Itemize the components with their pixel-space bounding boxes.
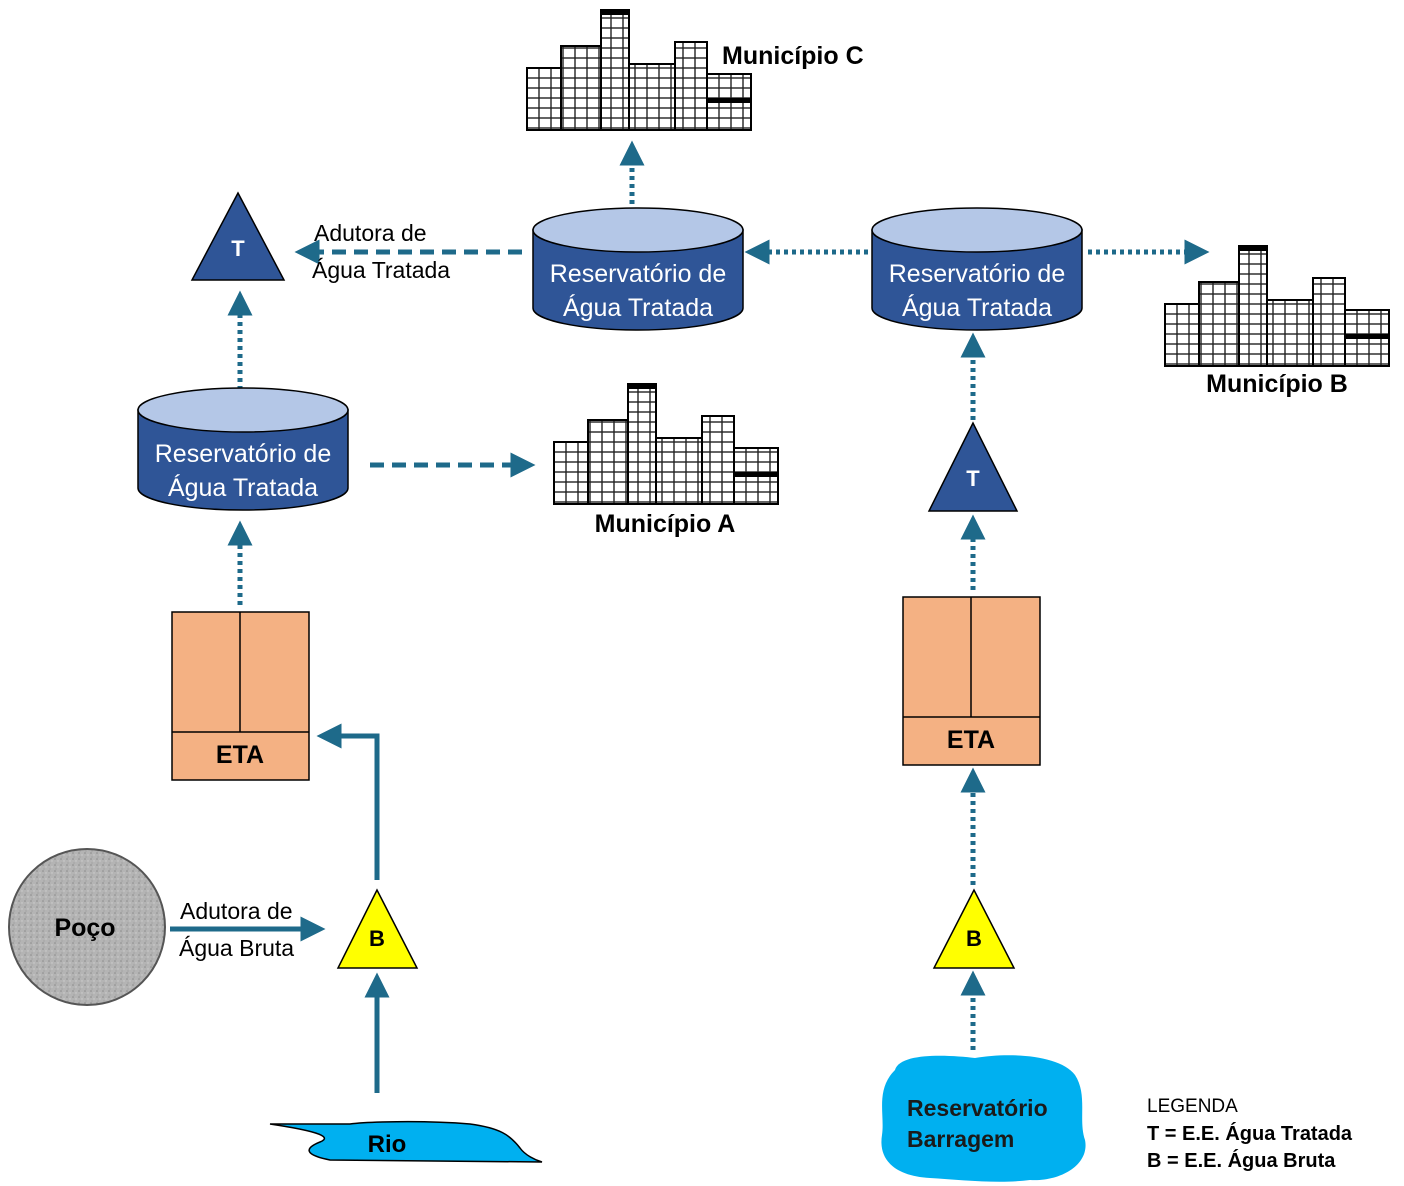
municipio-a-icon: [553, 383, 779, 505]
adutora-tratada-label-1: Adutora de: [314, 220, 427, 246]
pump-t-right: T: [927, 421, 1019, 512]
municipio-a-label: Município A: [595, 510, 736, 538]
poco-label: Poço: [54, 914, 115, 942]
eta-right-label: ETA: [947, 726, 995, 754]
adutora-bruta-label-2: Água Bruta: [179, 935, 294, 961]
reservatorio-barragem: Reservatório Barragem: [881, 1055, 1086, 1182]
pump-t-right-label: T: [966, 466, 980, 491]
rio: Rio: [269, 1120, 543, 1163]
eta-left: ETA: [171, 611, 310, 781]
reservoir-left: Reservatório de Água Tratada: [137, 387, 349, 511]
pump-b-left-label: B: [369, 926, 385, 951]
legend-t: T = E.E. Água Tratada: [1147, 1122, 1353, 1145]
municipio-c-icon: [526, 9, 752, 131]
reservoir-center-label-2: Água Tratada: [563, 293, 713, 322]
reservoir-left-label-1: Reservatório de: [155, 440, 331, 468]
pipes: [170, 140, 1210, 1093]
reservoir-center: Reservatório de Água Tratada: [532, 207, 744, 331]
municipio-b-icon: [1164, 245, 1390, 367]
pipe-b-left-to-eta-left: [316, 723, 380, 880]
reservoir-right-label-2: Água Tratada: [902, 293, 1052, 322]
eta-left-label: ETA: [216, 741, 264, 769]
barragem-label-2: Barragem: [907, 1126, 1014, 1152]
pump-t-left: T: [190, 191, 286, 281]
municipio-b-label: Município B: [1206, 370, 1348, 398]
reservoir-right: Reservatório de Água Tratada: [871, 207, 1083, 331]
adutora-tratada-label-2: Água Tratada: [312, 257, 450, 283]
reservoir-center-label-1: Reservatório de: [550, 260, 726, 288]
poco: Poço: [8, 848, 166, 1006]
municipio-c-label: Município C: [722, 42, 864, 70]
legend-b: B = E.E. Água Bruta: [1147, 1149, 1336, 1172]
pump-b-right-label: B: [966, 926, 982, 951]
rio-label: Rio: [368, 1131, 407, 1158]
pump-t-left-label: T: [231, 236, 245, 261]
pump-b-left: B: [336, 888, 419, 969]
reservoir-left-label-2: Água Tratada: [168, 473, 318, 502]
legend-title: LEGENDA: [1147, 1096, 1238, 1117]
adutora-bruta-label-1: Adutora de: [180, 898, 293, 924]
pump-b-right: B: [932, 888, 1016, 969]
eta-right: ETA: [902, 596, 1041, 766]
legend: LEGENDA T = E.E. Água Tratada B = E.E. Á…: [1147, 1096, 1353, 1172]
barragem-label-1: Reservatório: [907, 1095, 1048, 1121]
reservoir-right-label-1: Reservatório de: [889, 260, 1065, 288]
